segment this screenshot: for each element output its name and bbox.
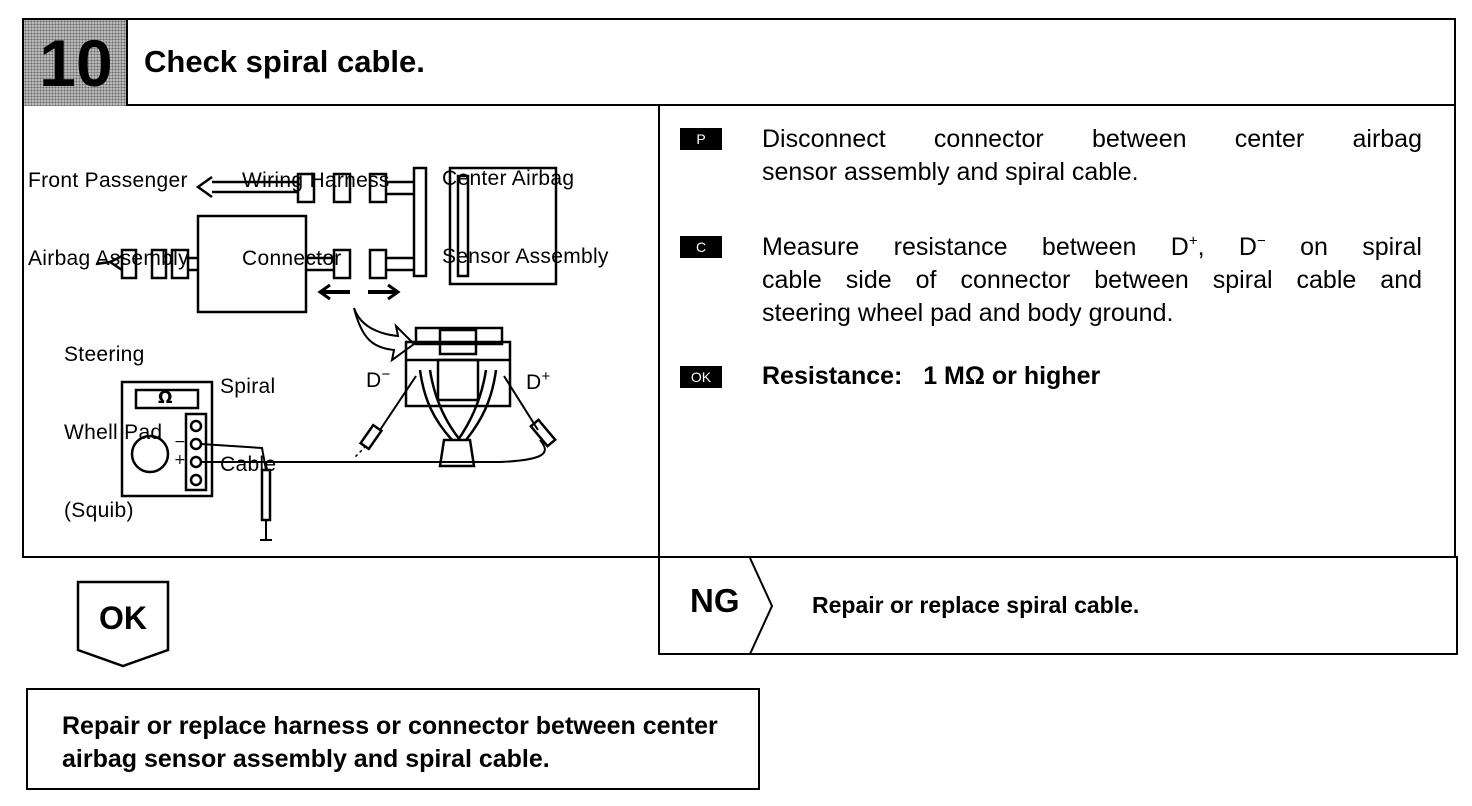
label-spiral-cable: Spiral Cable	[220, 375, 277, 476]
ng-label: NG	[690, 582, 740, 619]
badge-c: C	[680, 236, 722, 258]
ok-result-box	[26, 688, 760, 790]
spiral-cable-shape	[196, 214, 308, 314]
label-center-airbag-sensor: Center Airbag Sensor Assembly	[442, 167, 609, 268]
column-divider	[658, 104, 660, 654]
meter-minus-label: −	[174, 434, 186, 450]
step-header: 10 Check spiral cable.	[22, 18, 1456, 106]
instruction-measure: Measure resistance between D+, D− on spi…	[762, 232, 1422, 327]
resistance-spec: Resistance: 1 MΩ or higher	[762, 360, 1100, 393]
label-steering-wheel-pad: Steering Whell Pad (Squib)	[64, 343, 163, 522]
label-d-plus: D+	[526, 368, 551, 394]
ok-action-text: Repair or replace harness or connector b…	[62, 712, 718, 773]
ng-result-box	[658, 556, 1458, 655]
wiring-diagram	[95, 166, 558, 541]
badge-ok: OK	[680, 366, 722, 388]
meter-plus-label: +	[174, 452, 186, 468]
ohm-symbol: Ω	[158, 388, 173, 408]
label-front-passenger-airbag: Front Passenger Airbag Assembly	[28, 169, 189, 270]
resistance-value: 1 MΩ or higher	[923, 362, 1101, 390]
label-wiring-harness-connector: Wiring Harness Connector	[242, 169, 390, 270]
center-airbag-sensor-shape	[448, 166, 558, 286]
ok-label: OK	[99, 600, 147, 636]
label-d-minus: D−	[366, 366, 391, 392]
step-number-box: 10	[24, 20, 128, 106]
resistance-label: Resistance:	[762, 362, 903, 390]
ok-arrow-marker-icon	[76, 580, 170, 668]
ohmmeter-shape	[120, 380, 214, 498]
badge-p: P	[680, 128, 722, 150]
step-title: Check spiral cable.	[144, 44, 425, 79]
ng-chevron-icon	[749, 557, 774, 655]
instruction-disconnect: Disconnect connector between center airb…	[762, 125, 1422, 186]
step-number: 10	[39, 26, 113, 100]
ng-action-text: Repair or replace spiral cable.	[812, 592, 1140, 618]
